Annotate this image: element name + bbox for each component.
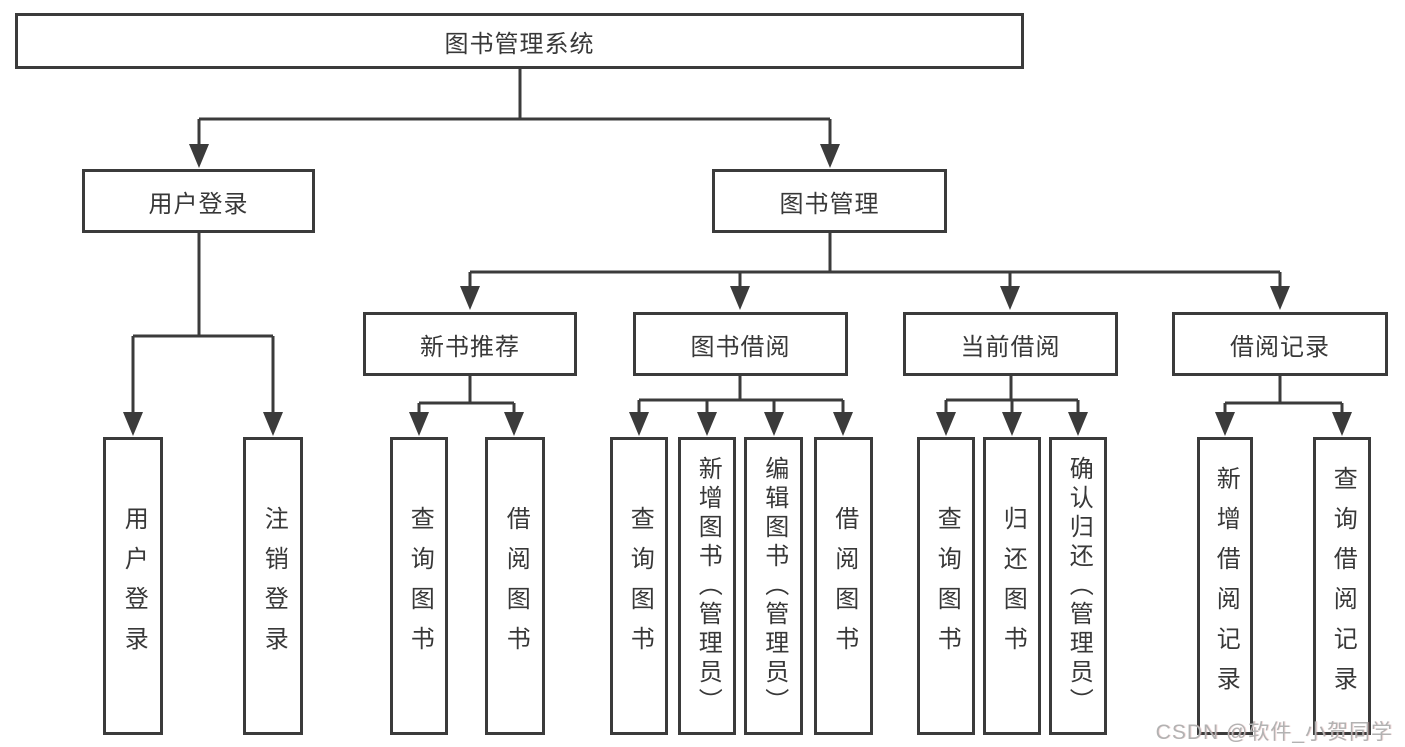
node-label: 用户登录: [120, 506, 148, 666]
node-label: 新增图书（管理员）: [694, 455, 722, 717]
node-label: 借阅图书: [830, 506, 858, 666]
node-label: 归还图书: [999, 506, 1027, 666]
leaf-borrow-borrow-books: 借阅图书: [814, 437, 873, 735]
node-label: 新书推荐: [420, 333, 520, 361]
leaf-current-query-books: 查询图书: [917, 437, 975, 735]
node-label: 新增借阅记录: [1212, 466, 1240, 706]
node-root-system: 图书管理系统: [15, 13, 1024, 69]
node-new-book-recommend: 新书推荐: [363, 312, 577, 376]
leaf-newbook-borrow-books: 借阅图书: [485, 437, 545, 735]
node-label: 编辑图书（管理员）: [760, 455, 788, 717]
node-label: 查询图书: [406, 506, 434, 666]
node-label: 图书管理: [779, 190, 880, 218]
node-label: 用户登录: [148, 190, 249, 218]
leaf-record-query-borrow-record: 查询借阅记录: [1313, 437, 1371, 735]
leaf-current-confirm-return-admin: 确认归还（管理员）: [1049, 437, 1107, 735]
node-label: 图书借阅: [690, 333, 791, 361]
node-label: 查询图书: [933, 506, 961, 666]
csdn-watermark: CSDN @软件_小贺同学: [1155, 721, 1393, 744]
leaf-record-add-borrow-record: 新增借阅记录: [1197, 437, 1253, 735]
node-user-login: 用户登录: [82, 169, 315, 233]
node-borrow-records: 借阅记录: [1172, 312, 1388, 376]
node-label: 当前借阅: [960, 333, 1061, 361]
leaf-current-return-books: 归还图书: [983, 437, 1041, 735]
leaf-borrow-add-books-admin: 新增图书（管理员）: [678, 437, 736, 735]
node-label: 注销登录: [260, 506, 288, 666]
node-book-borrow: 图书借阅: [633, 312, 848, 376]
leaf-borrow-query-books: 查询图书: [610, 437, 668, 735]
node-label: 借阅记录: [1230, 333, 1330, 361]
node-label: 确认归还（管理员）: [1065, 455, 1093, 717]
node-label: 借阅图书: [502, 506, 530, 666]
arrowheads: [123, 144, 1352, 436]
node-label: 查询图书: [626, 506, 654, 666]
node-label: 查询借阅记录: [1329, 466, 1357, 706]
leaf-user-login: 用户登录: [103, 437, 163, 735]
leaf-newbook-query-books: 查询图书: [390, 437, 448, 735]
node-book-management: 图书管理: [712, 169, 947, 233]
leaf-logout: 注销登录: [243, 437, 303, 735]
node-current-borrow: 当前借阅: [903, 312, 1118, 376]
leaf-borrow-edit-books-admin: 编辑图书（管理员）: [744, 437, 803, 735]
node-label: 图书管理系统: [444, 30, 595, 58]
